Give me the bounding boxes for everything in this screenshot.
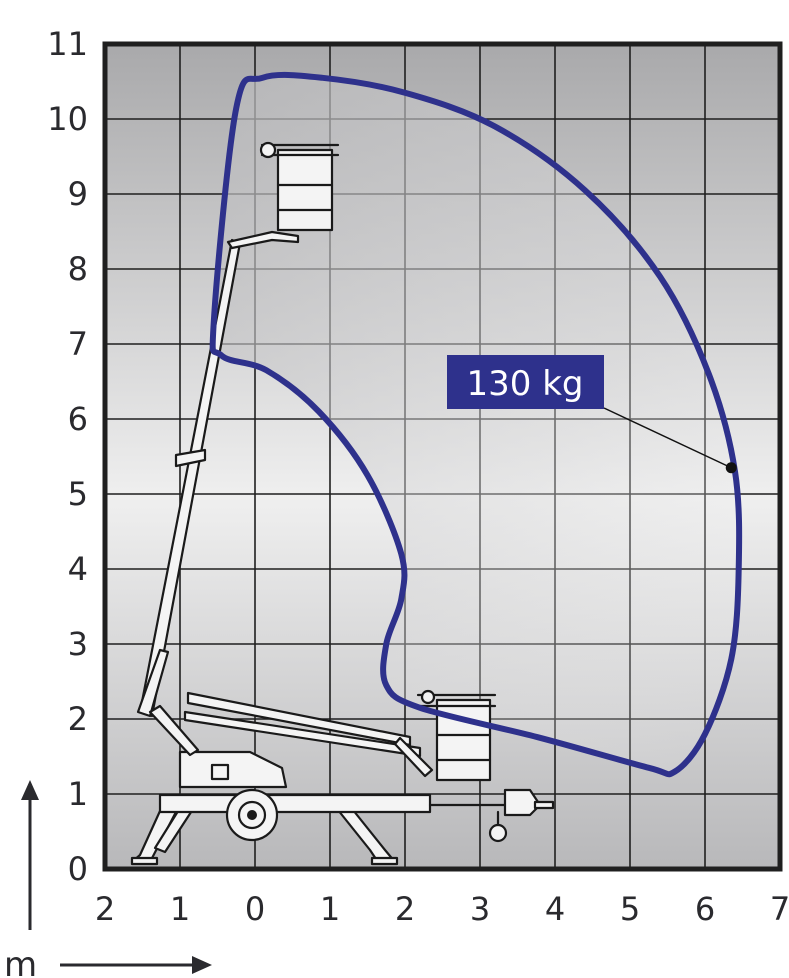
y-tick-label: 4 <box>68 550 88 588</box>
y-tick-label: 8 <box>68 250 88 288</box>
y-tick-label: 0 <box>68 850 88 888</box>
y-tick-label: 11 <box>47 25 88 63</box>
load-label: 130 kg <box>447 355 604 409</box>
x-tick-label: 1 <box>320 890 340 928</box>
y-tick-label: 1 <box>68 775 88 813</box>
y-axis-ticks: 0 1 2 3 4 5 6 7 8 9 10 11 <box>47 25 88 888</box>
x-tick-label: 0 <box>245 890 265 928</box>
x-tick-label: 6 <box>695 890 715 928</box>
x-tick-label: 5 <box>620 890 640 928</box>
envelope-point-marker <box>725 462 737 474</box>
load-label-box <box>447 355 604 409</box>
y-tick-label: 9 <box>68 175 88 213</box>
envelope-outline <box>209 71 743 778</box>
x-tick-label: 2 <box>95 890 115 928</box>
envelope-fill <box>212 74 740 775</box>
boom-lift-drawing <box>130 141 555 866</box>
plot-frame <box>102 41 783 872</box>
load-leader-line <box>603 407 732 469</box>
y-tick-label: 6 <box>68 400 88 438</box>
x-tick-label: 3 <box>470 890 490 928</box>
right-arrow-icon <box>60 956 212 974</box>
y-tick-label: 7 <box>68 325 88 363</box>
x-tick-label: 4 <box>545 890 565 928</box>
y-tick-label: 2 <box>68 700 88 738</box>
x-tick-label: 7 <box>770 890 789 928</box>
unit-label: m <box>4 945 37 978</box>
y-tick-label: 3 <box>68 625 88 663</box>
load-label-text: 130 kg <box>467 364 584 404</box>
y-tick-label: 10 <box>47 100 88 138</box>
x-tick-label: 1 <box>170 890 190 928</box>
y-tick-label: 5 <box>68 475 88 513</box>
up-arrow-icon <box>21 780 39 930</box>
x-tick-label: 2 <box>395 890 415 928</box>
x-axis-ticks: 2 1 0 1 2 3 4 5 6 7 <box>95 890 789 928</box>
